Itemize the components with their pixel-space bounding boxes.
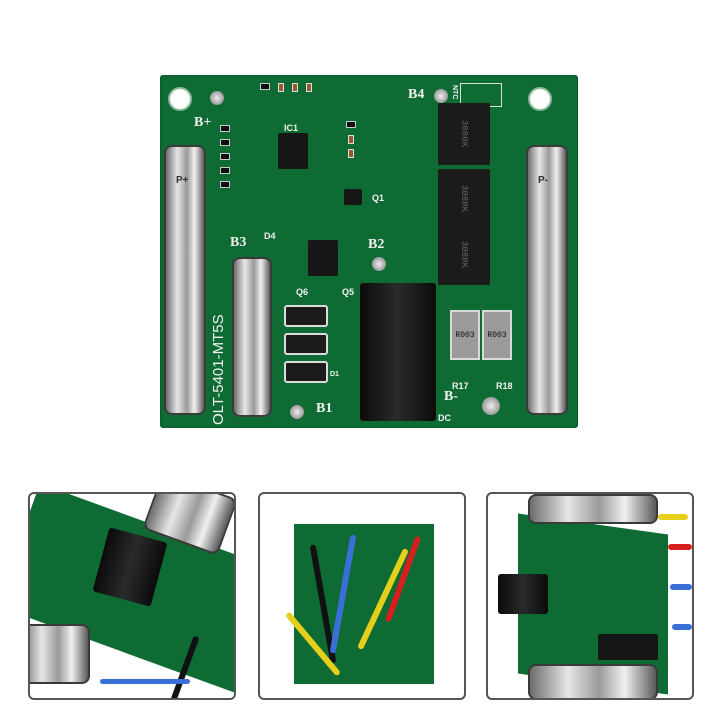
label-b1: B1: [316, 401, 333, 416]
label-p-plus: P+: [176, 175, 189, 186]
label-b-minus: B-: [444, 389, 458, 404]
capacitor: [348, 135, 354, 144]
label-p-minus: P-: [538, 175, 548, 186]
capacitor: [292, 83, 298, 92]
label-d1: D1: [330, 371, 339, 378]
dual-mosfet-chip: [308, 240, 338, 276]
battery-terminal: [528, 664, 658, 698]
diode: [284, 333, 328, 355]
board-model-label: OLT-5401-MT5S: [210, 314, 227, 425]
q1-transistor: [344, 189, 362, 205]
label-ntc: NTC: [451, 85, 458, 100]
mount-hole: [528, 87, 552, 111]
resistor: [220, 125, 230, 132]
screw: [210, 91, 224, 105]
shunt-resistor: R003: [450, 310, 480, 360]
dc-jack: [360, 283, 436, 421]
mosfet: 3080K: [438, 103, 490, 165]
mosfet: 3080K: [438, 169, 490, 229]
battery-terminal-p-minus: [526, 145, 568, 415]
dc-jack: [498, 574, 548, 614]
pcb-board: B+ B4 NTC P+ P- B3 OLT-5401-MT5S IC1 Q1 …: [160, 75, 578, 428]
label-b3: B3: [230, 235, 247, 250]
wire: [668, 544, 692, 550]
diode: [284, 361, 328, 383]
label-d4: D4: [264, 231, 276, 241]
label-r18: R18: [496, 381, 513, 391]
resistor: [220, 167, 230, 174]
battery-terminal-p-plus: [164, 145, 206, 415]
resistor: [220, 139, 230, 146]
wire: [658, 514, 688, 520]
label-b-plus: B+: [194, 115, 212, 130]
capacitor: [348, 149, 354, 158]
wire: [672, 624, 692, 630]
capacitor: [278, 83, 284, 92]
capacitor: [306, 83, 312, 92]
label-dc: DC: [438, 413, 451, 423]
resistor: [220, 181, 230, 188]
label-b2: B2: [368, 237, 385, 252]
mount-hole: [168, 87, 192, 111]
ic1-chip: [278, 133, 308, 169]
balance-terminal: [232, 257, 272, 417]
diode: [284, 305, 328, 327]
mosfet: [598, 634, 658, 660]
screw: [434, 89, 448, 103]
thumbnail-back-view[interactable]: [258, 492, 466, 700]
label-q5: Q5: [342, 287, 355, 297]
screw: [290, 405, 304, 419]
battery-terminal: [30, 624, 90, 684]
label-r17: R17: [452, 381, 469, 391]
screw: [482, 397, 500, 415]
resistor: [346, 121, 356, 128]
thumbnail-angled-view[interactable]: [28, 492, 236, 700]
wire: [670, 584, 692, 590]
wire: [100, 679, 190, 684]
label-q6: Q6: [296, 287, 309, 297]
resistor: [220, 153, 230, 160]
screw: [372, 257, 386, 271]
label-ic1: IC1: [284, 123, 299, 133]
mosfet: 3080K: [438, 225, 490, 285]
label-b4: B4: [408, 87, 425, 102]
resistor: [260, 83, 270, 90]
thumbnail-side-view[interactable]: [486, 492, 694, 700]
shunt-resistor: R003: [482, 310, 512, 360]
battery-terminal: [528, 494, 658, 524]
label-q1: Q1: [372, 193, 385, 203]
